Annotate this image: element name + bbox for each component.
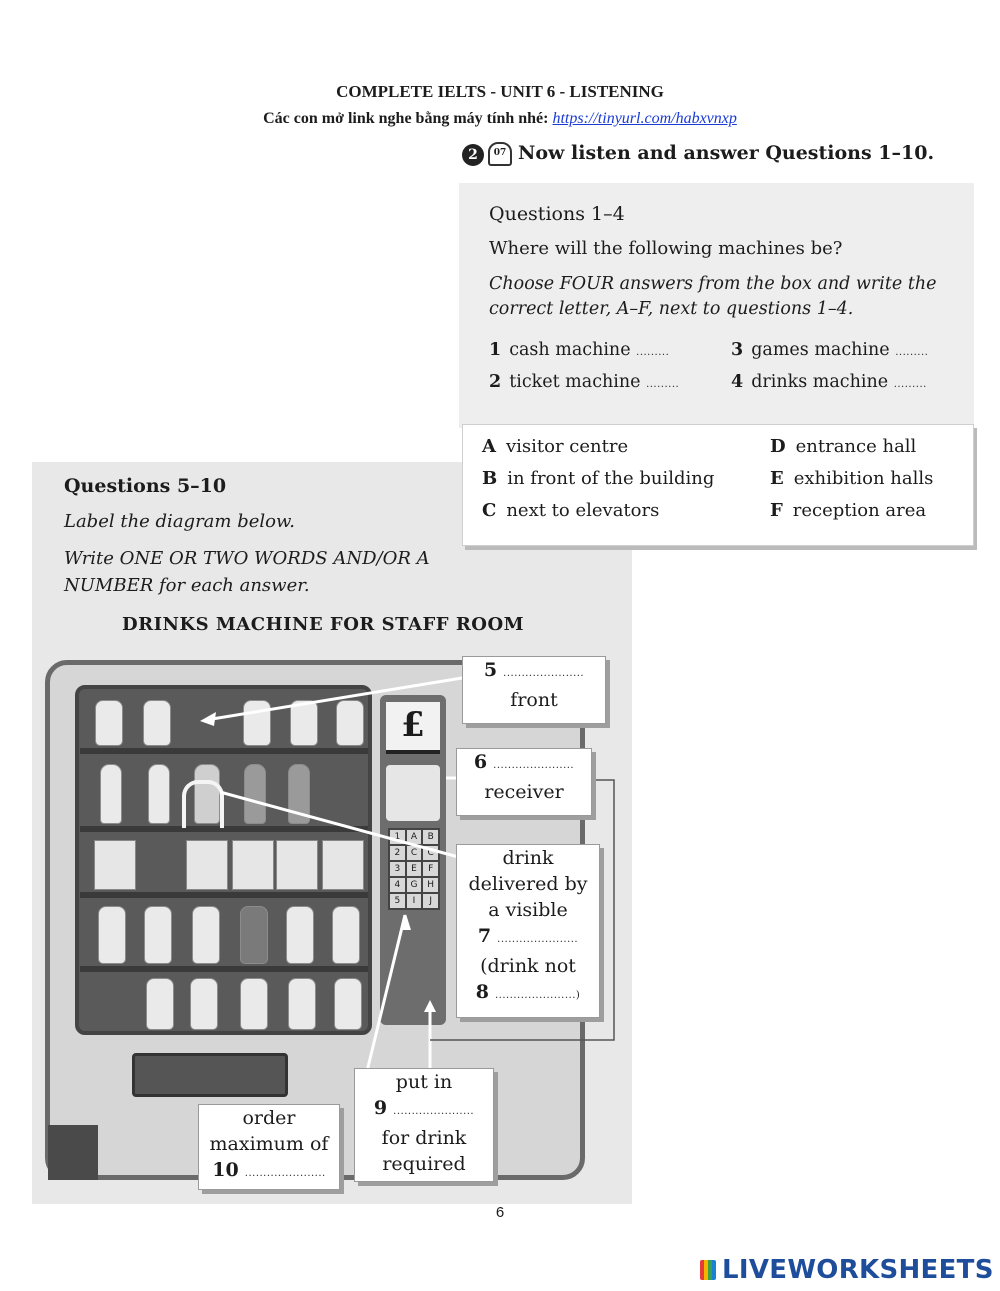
selection-arm <box>182 780 224 828</box>
can-item <box>243 700 271 746</box>
bottle-item <box>148 764 170 824</box>
keypad-key: 4 <box>390 878 405 892</box>
answer-blank-5[interactable]: ...................... <box>503 668 585 679</box>
answer-blank-8[interactable]: ......................) <box>494 990 581 1001</box>
bottle-item <box>288 764 310 824</box>
keypad-key: 5 <box>390 894 405 908</box>
questions-1-4-question: Where will the following machines be? <box>489 238 843 259</box>
arrow-78 <box>219 790 463 860</box>
logo-icon <box>700 1260 716 1280</box>
can-item <box>143 700 171 746</box>
arrowhead <box>401 914 411 930</box>
jar-item <box>146 978 174 1030</box>
label-box-6: 6 ...................... receiver <box>456 748 592 816</box>
bottle-item <box>144 906 172 964</box>
answer-blank-10[interactable]: ...................... <box>244 1168 326 1179</box>
carton-item <box>94 840 136 890</box>
label-box-10: order maximum of 10 ....................… <box>198 1104 340 1190</box>
questions-1-4-directions: Choose FOUR answers from the box and wri… <box>489 274 937 319</box>
carton-item <box>232 840 274 890</box>
label-box-5: 5 ...................... front <box>462 656 606 724</box>
keypad-key: I <box>406 894 422 908</box>
answer-blank-9[interactable]: ...................... <box>393 1106 475 1117</box>
bottle-item <box>244 764 266 824</box>
shelf <box>80 826 368 832</box>
keypad-key: E <box>406 862 422 876</box>
arrow-5 <box>205 676 463 722</box>
jar-item <box>190 978 218 1030</box>
can-item <box>290 700 318 746</box>
machine-foot <box>48 1125 98 1180</box>
answer-blank[interactable]: ......... <box>893 379 927 390</box>
jar-item <box>288 978 316 1030</box>
questions-5-10-directions: Write ONE OR TWO WORDS AND/OR A NUMBER f… <box>64 548 430 596</box>
subtitle-text: Các con mở link nghe bằng máy tính nhé: <box>263 110 553 127</box>
keypad-key: J <box>423 894 438 908</box>
carton-item <box>322 840 364 890</box>
keypad-key: 2 <box>390 846 405 860</box>
bottle-item <box>100 764 122 824</box>
label-box-7-8: drink delivered by a visible 7 .........… <box>456 844 600 1018</box>
answer-blank[interactable]: ......... <box>895 347 929 358</box>
shelf <box>80 748 368 754</box>
keypad-key: B <box>423 830 438 844</box>
arrowhead <box>424 1000 436 1012</box>
bracket-line <box>430 779 615 1041</box>
keypad-key: G <box>406 878 422 892</box>
bottle-item <box>332 906 360 964</box>
can-item <box>95 700 123 746</box>
bottle-item <box>240 906 268 964</box>
carton-item <box>276 840 318 890</box>
page-subtitle: Các con mở link nghe bằng máy tính nhé: … <box>0 110 1000 128</box>
answer-blank-7[interactable]: ...................... <box>497 934 579 945</box>
liveworksheets-logo[interactable]: LIVEWORKSHEETS <box>700 1255 994 1285</box>
jar-item <box>334 978 362 1030</box>
answer-blank[interactable]: ......... <box>646 379 680 390</box>
shelf <box>80 892 368 898</box>
questions-1-4-box <box>459 183 974 428</box>
keypad-key: A <box>406 830 422 844</box>
answer-blank-6[interactable]: ...................... <box>493 760 575 771</box>
can-item <box>336 700 364 746</box>
exercise-number-badge: 2 <box>462 144 484 166</box>
delivery-tray <box>132 1053 288 1097</box>
keypad-key: F <box>423 862 438 876</box>
keypad-key: 3 <box>390 862 405 876</box>
page-title: COMPLETE IELTS - UNIT 6 - LISTENING <box>336 82 664 101</box>
answer-blank[interactable]: ......... <box>636 347 670 358</box>
diagram-title: DRINKS MACHINE FOR STAFF ROOM <box>122 614 525 635</box>
keypad-key: H <box>423 878 438 892</box>
instruction-text: Now listen and answer Questions 1–10. <box>518 142 935 164</box>
options-box <box>462 424 974 546</box>
bottle-item <box>286 906 314 964</box>
questions-1-4-title: Questions 1–4 <box>489 203 625 225</box>
questions-5-10-instruction: Label the diagram below. <box>64 511 295 532</box>
bottle-item <box>98 906 126 964</box>
carton-item <box>186 840 228 890</box>
shelf <box>80 966 368 972</box>
jar-item <box>240 978 268 1030</box>
arrowhead <box>200 712 216 726</box>
headphones-icon: 07 <box>488 142 512 166</box>
page-number: 6 <box>495 1204 505 1221</box>
questions-5-10-title: Questions 5–10 <box>64 475 227 497</box>
display-screen <box>386 765 440 821</box>
keypad-key: C <box>406 846 422 860</box>
audio-link[interactable]: https://tinyurl.com/habxvnxp <box>552 110 737 127</box>
bottle-item <box>192 906 220 964</box>
coin-slot-pound-sign: £ <box>386 702 440 754</box>
label-box-9: put in 9 ...................... for drin… <box>354 1068 494 1182</box>
